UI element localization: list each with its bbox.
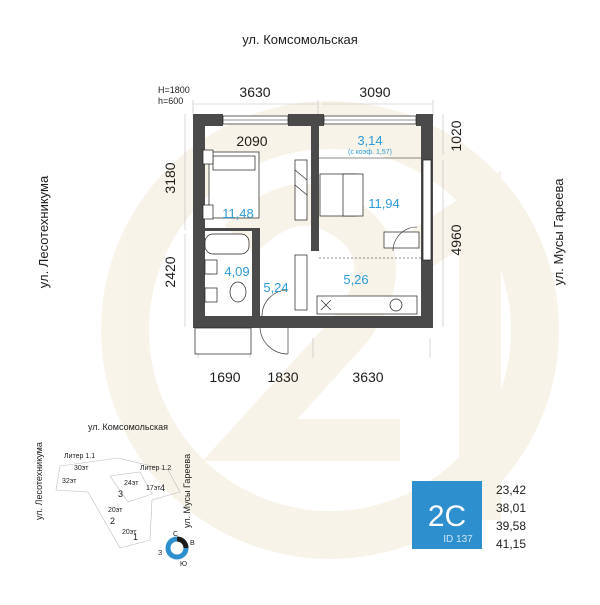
site-liter-2: Литер 1.2 (140, 465, 171, 472)
area-summary-item-4: 41,15 (496, 537, 526, 551)
site-section-4: 4 (160, 483, 165, 493)
compass-north: С (173, 531, 178, 538)
window-height-main: H=1800 (158, 85, 190, 95)
dim-bottom-1: 1690 (209, 369, 240, 385)
site-section-1: 1 (133, 532, 138, 542)
room-area-living: 11,94 (368, 196, 400, 211)
apartment-type-badge: 2С ID 137 (412, 481, 482, 549)
room-area-balcony: 3,14 (357, 133, 382, 148)
room-area-hall: 5,24 (263, 280, 288, 295)
site-section-2: 2 (110, 516, 115, 526)
dim-right-1: 1020 (448, 120, 464, 151)
street-top-label: ул. Комсомольская (242, 32, 358, 47)
dim-right-2: 4960 (448, 224, 464, 255)
street-right-label: ул. Мусы Гареева (551, 178, 566, 286)
site-street-top: ул. Комсомольская (88, 422, 168, 432)
compass-south: Ю (180, 561, 187, 568)
compass-west: З (158, 550, 162, 557)
window-height-sill: h=600 (158, 96, 183, 106)
dim-left-2: 2420 (162, 256, 178, 287)
apartment-type-label: 2С (428, 500, 466, 533)
site-street-left: ул. Лесотехникума (34, 442, 44, 520)
site-floors-32: 32эт (62, 478, 77, 485)
dim-top-right: 3090 (359, 84, 390, 100)
dim-inner: 2090 (236, 133, 267, 149)
apartment-id: ID 137 (443, 534, 473, 545)
room-area-bedroom: 11,48 (222, 206, 254, 221)
area-summary-item-3: 39,58 (496, 519, 526, 533)
site-street-right: ул. Мусы Гареева (182, 454, 192, 528)
site-floors-30: 30эт (74, 465, 89, 472)
room-area-bathroom: 4,09 (224, 264, 249, 279)
site-liter-1: Литер 1.1 (64, 453, 95, 460)
area-summary-item-2: 38,01 (496, 501, 526, 515)
site-floors-20b: 20эт (122, 529, 137, 536)
site-floors-20a: 20эт (108, 507, 123, 514)
area-summary-list: 23,42 38,01 39,58 41,15 (496, 483, 526, 551)
street-left-label: ул. Лесотехникума (36, 175, 51, 288)
windows (194, 115, 432, 355)
dim-left-1: 3180 (162, 162, 178, 193)
area-summary-item-1: 23,42 (496, 483, 526, 497)
site-section-3: 3 (118, 489, 123, 499)
compass-icon: С В Ю З (158, 531, 195, 568)
site-floors-24: 24эт (124, 480, 139, 487)
dim-bottom-3: 3630 (352, 369, 383, 385)
site-floors-17: 17эт (146, 485, 161, 492)
dim-top-left: 3630 (239, 84, 270, 100)
balcony-coefficient-note: (с коэф. 1,57) (348, 149, 392, 156)
room-area-kitchen: 5,26 (343, 272, 368, 287)
compass-east: В (190, 540, 195, 547)
site-plan: ул. Комсомольская ул. Лесотехникума ул. … (34, 422, 192, 549)
dim-bottom-2: 1830 (267, 369, 298, 385)
furniture (202, 149, 421, 355)
